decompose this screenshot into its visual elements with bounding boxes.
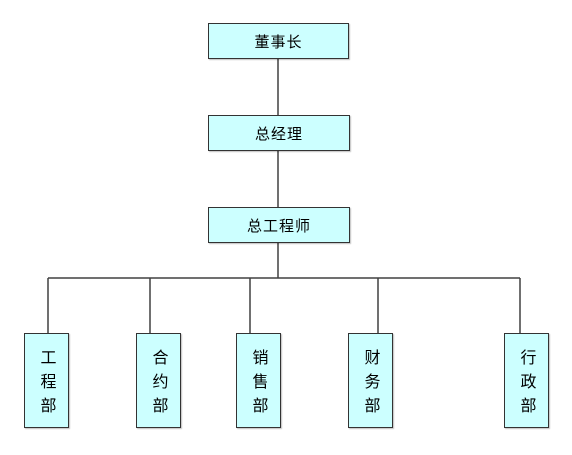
org-node-label: 总经理 <box>254 124 303 143</box>
org-node-general-manager: 总经理 <box>208 115 350 151</box>
org-node-label: 总工程师 <box>246 216 311 235</box>
org-node-label: 财务部 <box>361 348 381 421</box>
org-node-admin-dept: 行政部 <box>504 333 549 428</box>
org-node-label: 行政部 <box>517 348 537 421</box>
org-node-engineering-dept: 工程部 <box>24 333 69 428</box>
org-node-sales-dept: 销售部 <box>236 333 281 428</box>
org-node-label: 销售部 <box>249 348 269 421</box>
org-node-label: 合约部 <box>149 348 169 421</box>
org-node-chairman: 董事长 <box>208 23 349 59</box>
org-node-label: 董事长 <box>254 32 303 51</box>
org-node-contracts-dept: 合约部 <box>136 333 181 428</box>
org-node-label: 工程部 <box>37 348 57 421</box>
org-node-chief-engineer: 总工程师 <box>208 207 350 243</box>
org-node-finance-dept: 财务部 <box>348 333 393 428</box>
